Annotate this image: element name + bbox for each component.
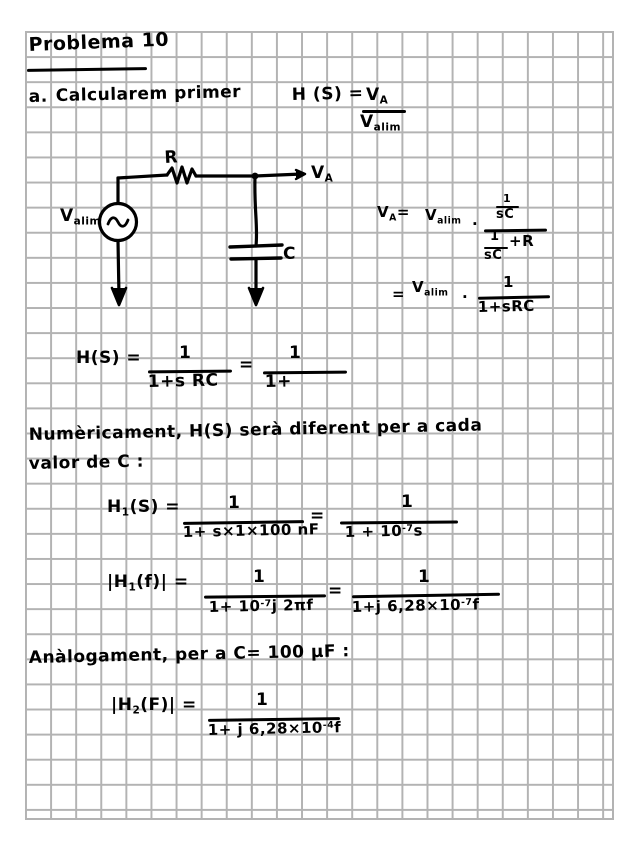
graph-paper-grid	[25, 31, 614, 820]
